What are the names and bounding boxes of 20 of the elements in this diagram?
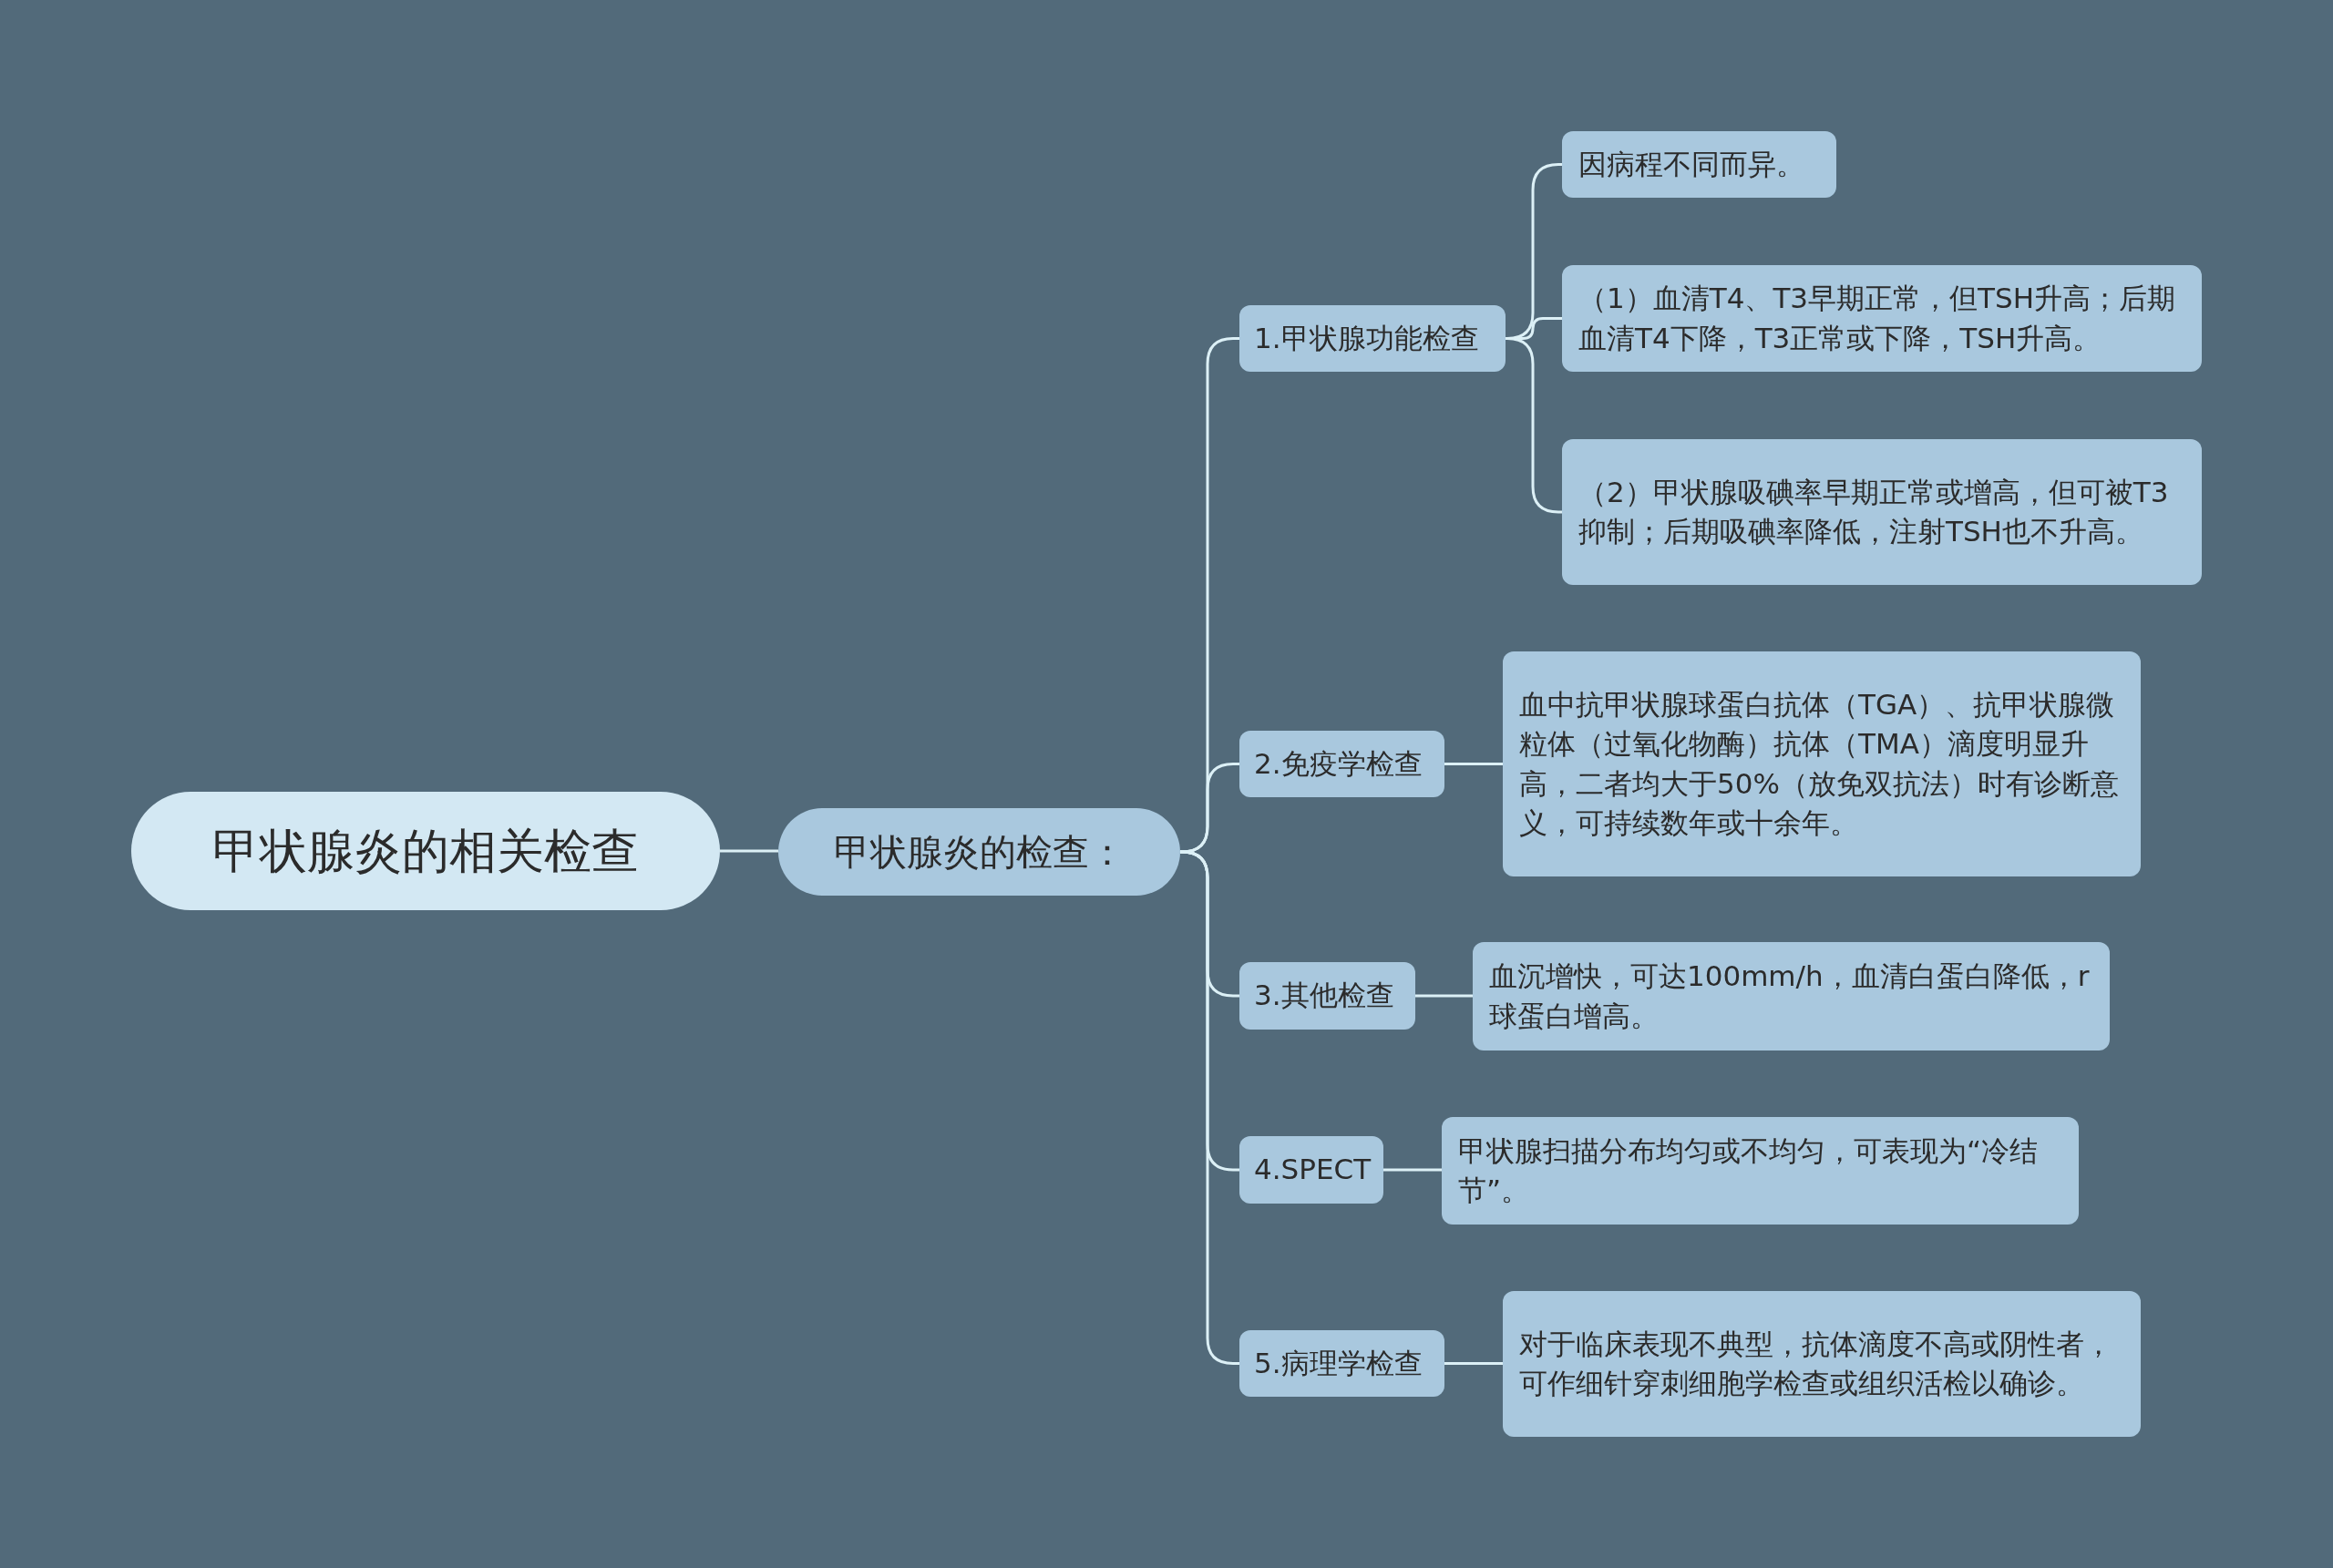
detail-box: 血中抗甲状腺球蛋白抗体（TGA）、抗甲状腺微粒体（过氧化物酶）抗体（TMA）滴度明显升高，二者均大于50%（放免双抗法）时有诊断意义，可持续数年或十余年。	[1503, 651, 2141, 876]
subtopic-box: 3.其他检查	[1239, 962, 1415, 1030]
detail-box: （1）血清T4、T3早期正常，但TSH升高；后期血清T4下降，T3正常或下降，TSH升高。	[1562, 265, 2202, 372]
detail-box: 血沉增快，可达100mm/h，血清白蛋白降低，r球蛋白增高。	[1473, 942, 2110, 1050]
detail-box: 甲状腺扫描分布均匀或不均匀，可表现为“冷结节”。	[1442, 1117, 2079, 1225]
connector-line	[720, 849, 778, 853]
connector-line	[1444, 1362, 1503, 1365]
root-topic: 甲状腺炎的相关检查	[131, 792, 720, 910]
connector-line	[1383, 1168, 1442, 1172]
subtopic-box: 2.免疫学检查	[1239, 731, 1444, 797]
detail-box: 因病程不同而异。	[1562, 131, 1836, 198]
connector-line	[1179, 763, 1239, 854]
subtopic-box: 5.病理学检查	[1239, 1330, 1444, 1397]
main-topic: 甲状腺炎的检查：	[778, 808, 1180, 896]
detail-box: 对于临床表现不典型，抗体滴度不高或阴性者，可作细针穿刺细胞学检查或组织活检以确诊。	[1503, 1291, 2141, 1437]
detail-box: （2）甲状腺吸碘率早期正常或增高，但可被T3抑制；后期吸碘率降低，注射TSH也不升高。	[1562, 439, 2202, 585]
connector-line	[1415, 994, 1473, 998]
subtopic-box: 4.SPECT	[1239, 1136, 1383, 1204]
connector-line	[1444, 763, 1503, 765]
subtopic-box: 1.甲状腺功能检查	[1239, 305, 1506, 372]
